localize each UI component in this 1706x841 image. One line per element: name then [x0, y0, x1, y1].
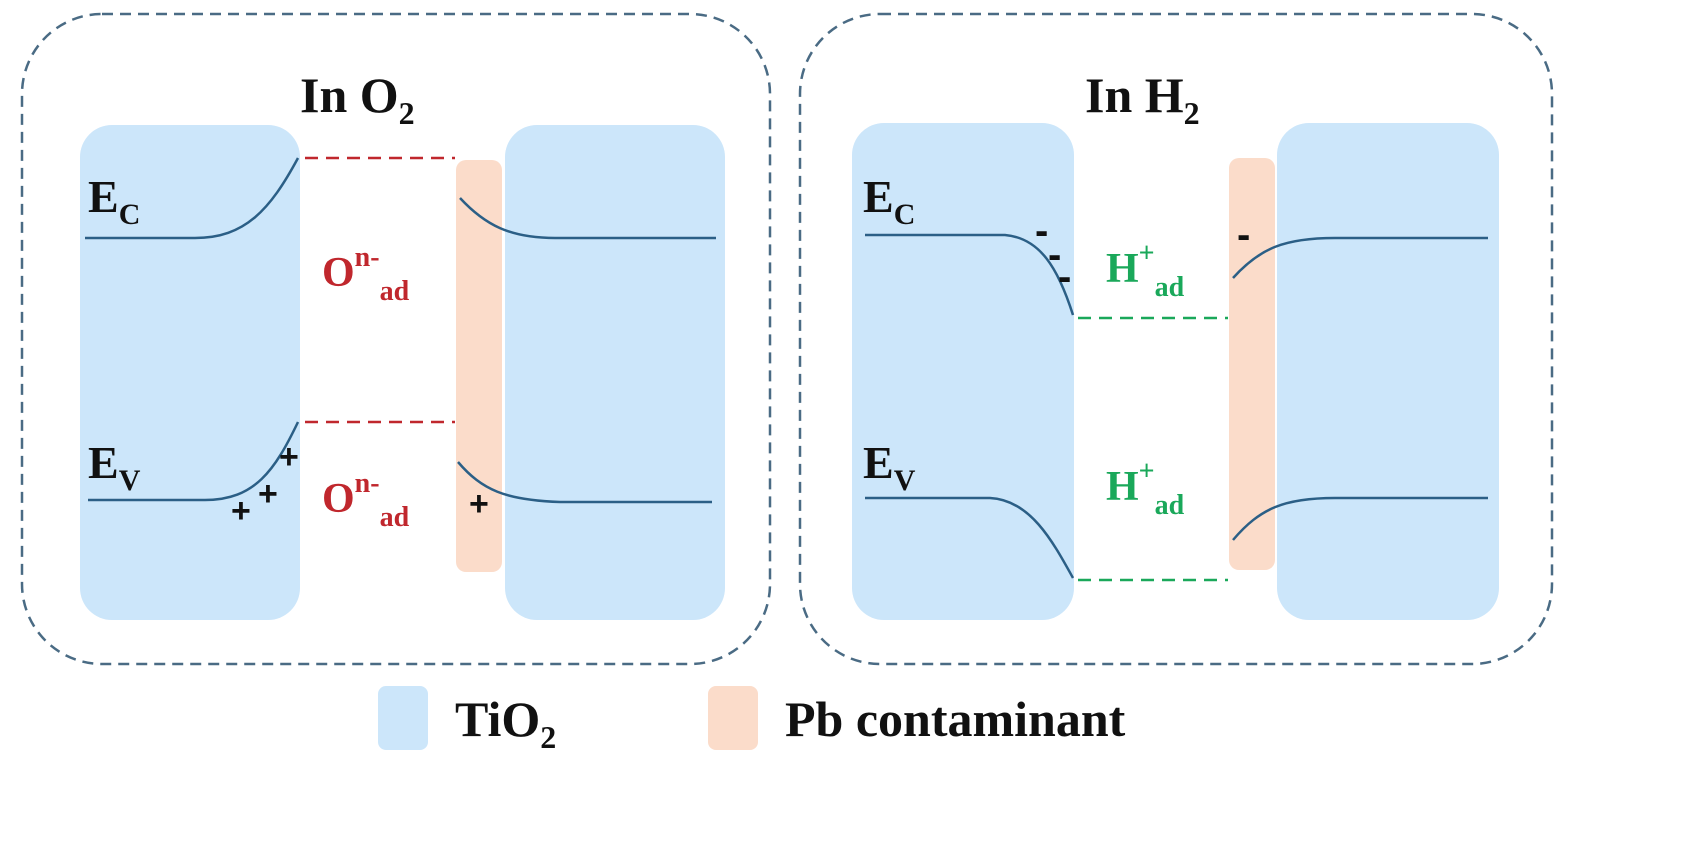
valence-band-left [88, 421, 300, 502]
ev-label: EV [88, 437, 141, 497]
electron-charge: - [1237, 213, 1250, 257]
conduction-band-right [1232, 236, 1488, 279]
panel-frame [20, 12, 772, 666]
panel-in-h2: In H2 EC EV H+ad H+ad - - - - [798, 12, 1554, 666]
electron-charge: - [1058, 255, 1071, 299]
valence-band-right [1232, 496, 1488, 541]
hole-charge: + [258, 475, 278, 513]
tio2-block-right [505, 125, 725, 620]
legend-swatch-pb [708, 686, 758, 750]
electron-charge: - [1035, 209, 1048, 253]
panel-in-o2: In O2 EC EV On-ad On-ad + + + + [20, 12, 772, 666]
legend-swatch-tio2 [378, 686, 428, 750]
hole-charge: + [231, 492, 251, 530]
adsorbed-hydrogen-label-bottom: H+ad [1106, 456, 1185, 521]
legend: TiO2 Pb contaminant [378, 686, 1126, 755]
valence-band-right [457, 461, 712, 504]
ec-label: EC [88, 171, 140, 231]
adsorbed-oxygen-label-bottom: On-ad [322, 468, 410, 533]
hole-charge: + [469, 485, 489, 523]
electron-charge: - [1048, 233, 1061, 277]
panel-title: In H2 [1085, 67, 1200, 131]
tio2-block-right [1277, 123, 1499, 620]
pb-contaminant-layer [1229, 158, 1275, 570]
legend-label-tio2: TiO2 [455, 691, 556, 755]
ec-label: EC [863, 171, 915, 231]
panel-title: In O2 [300, 67, 415, 131]
valence-band-left [865, 496, 1075, 579]
adsorbed-oxygen-label-top: On-ad [322, 242, 410, 307]
conduction-band-left [865, 233, 1075, 316]
hole-charge: + [279, 438, 299, 476]
tio2-block-left [852, 123, 1074, 620]
adsorbed-hydrogen-label-top: H+ad [1106, 238, 1185, 303]
conduction-band-left [85, 157, 300, 240]
conduction-band-right [459, 197, 716, 240]
tio2-block-left [80, 125, 300, 620]
ev-label: EV [863, 437, 916, 497]
panel-frame [798, 12, 1554, 666]
pb-contaminant-layer [456, 160, 502, 572]
legend-label-pb: Pb contaminant [785, 691, 1126, 747]
